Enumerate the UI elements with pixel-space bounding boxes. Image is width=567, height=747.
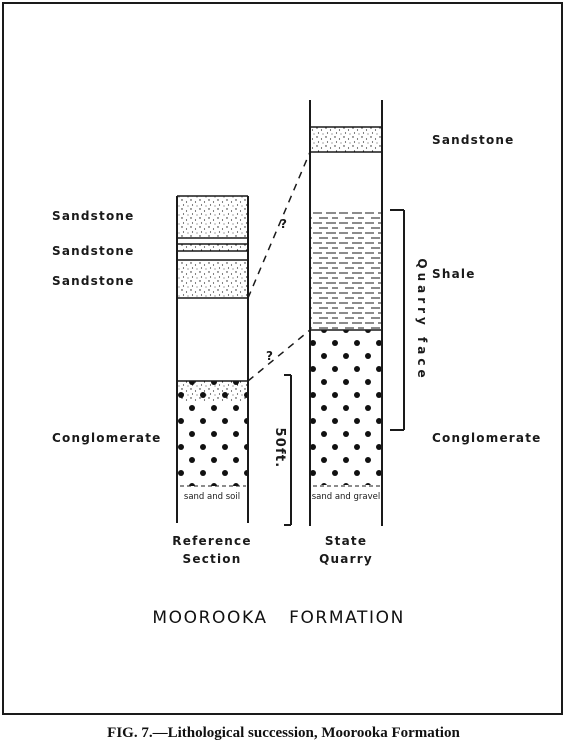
correlation-question-lower: ? — [266, 349, 274, 363]
ref-label-conglomerate: Conglomerate — [52, 431, 161, 445]
ref-sandstone-lower — [177, 260, 248, 298]
quarry-name-line1: State — [325, 534, 367, 548]
quarry-name-line2: Quarry — [319, 552, 373, 566]
formation-title-word1: MOOROOKA — [152, 608, 267, 628]
correlation-line-lower — [247, 329, 311, 382]
quarry-label-conglomerate: Conglomerate — [432, 431, 541, 445]
formation-title-word2: FORMATION — [289, 608, 405, 628]
ref-label-sandstone-3: Sandstone — [52, 274, 134, 288]
correlation-line-upper — [247, 151, 311, 299]
state-quarry-column: sand and gravel — [309, 100, 383, 526]
ref-label-sandstone-2: Sandstone — [52, 244, 134, 258]
figure-caption: FIG. 7.—Lithological succession, Moorook… — [107, 725, 460, 741]
scale-label: 50ft. — [272, 428, 287, 469]
quarry-face-label: Quarry face — [415, 258, 429, 381]
figure-frame — [2, 2, 563, 715]
reference-section-column: sand and soil — [176, 195, 249, 523]
correlation-question-upper: ? — [280, 217, 288, 231]
quarry-shale — [310, 210, 382, 330]
ref-sandstone-middle — [177, 244, 248, 251]
quarry-face-bracket: Quarry face — [390, 209, 429, 431]
quarry-base-note: sand and gravel — [312, 492, 381, 502]
ref-sandstone-upper — [177, 196, 248, 238]
ref-conglomerate — [177, 381, 248, 486]
quarry-label-sandstone: Sandstone — [432, 133, 514, 147]
ref-base-note: sand and soil — [184, 492, 240, 502]
scale-bar: 50ft. — [272, 374, 292, 526]
quarry-conglomerate — [310, 330, 382, 485]
ref-name-line2: Section — [183, 552, 242, 566]
quarry-sandstone — [310, 127, 382, 152]
ref-label-sandstone-1: Sandstone — [52, 209, 134, 223]
quarry-label-shale: Shale — [432, 267, 476, 281]
ref-name-line1: Reference — [172, 534, 251, 548]
